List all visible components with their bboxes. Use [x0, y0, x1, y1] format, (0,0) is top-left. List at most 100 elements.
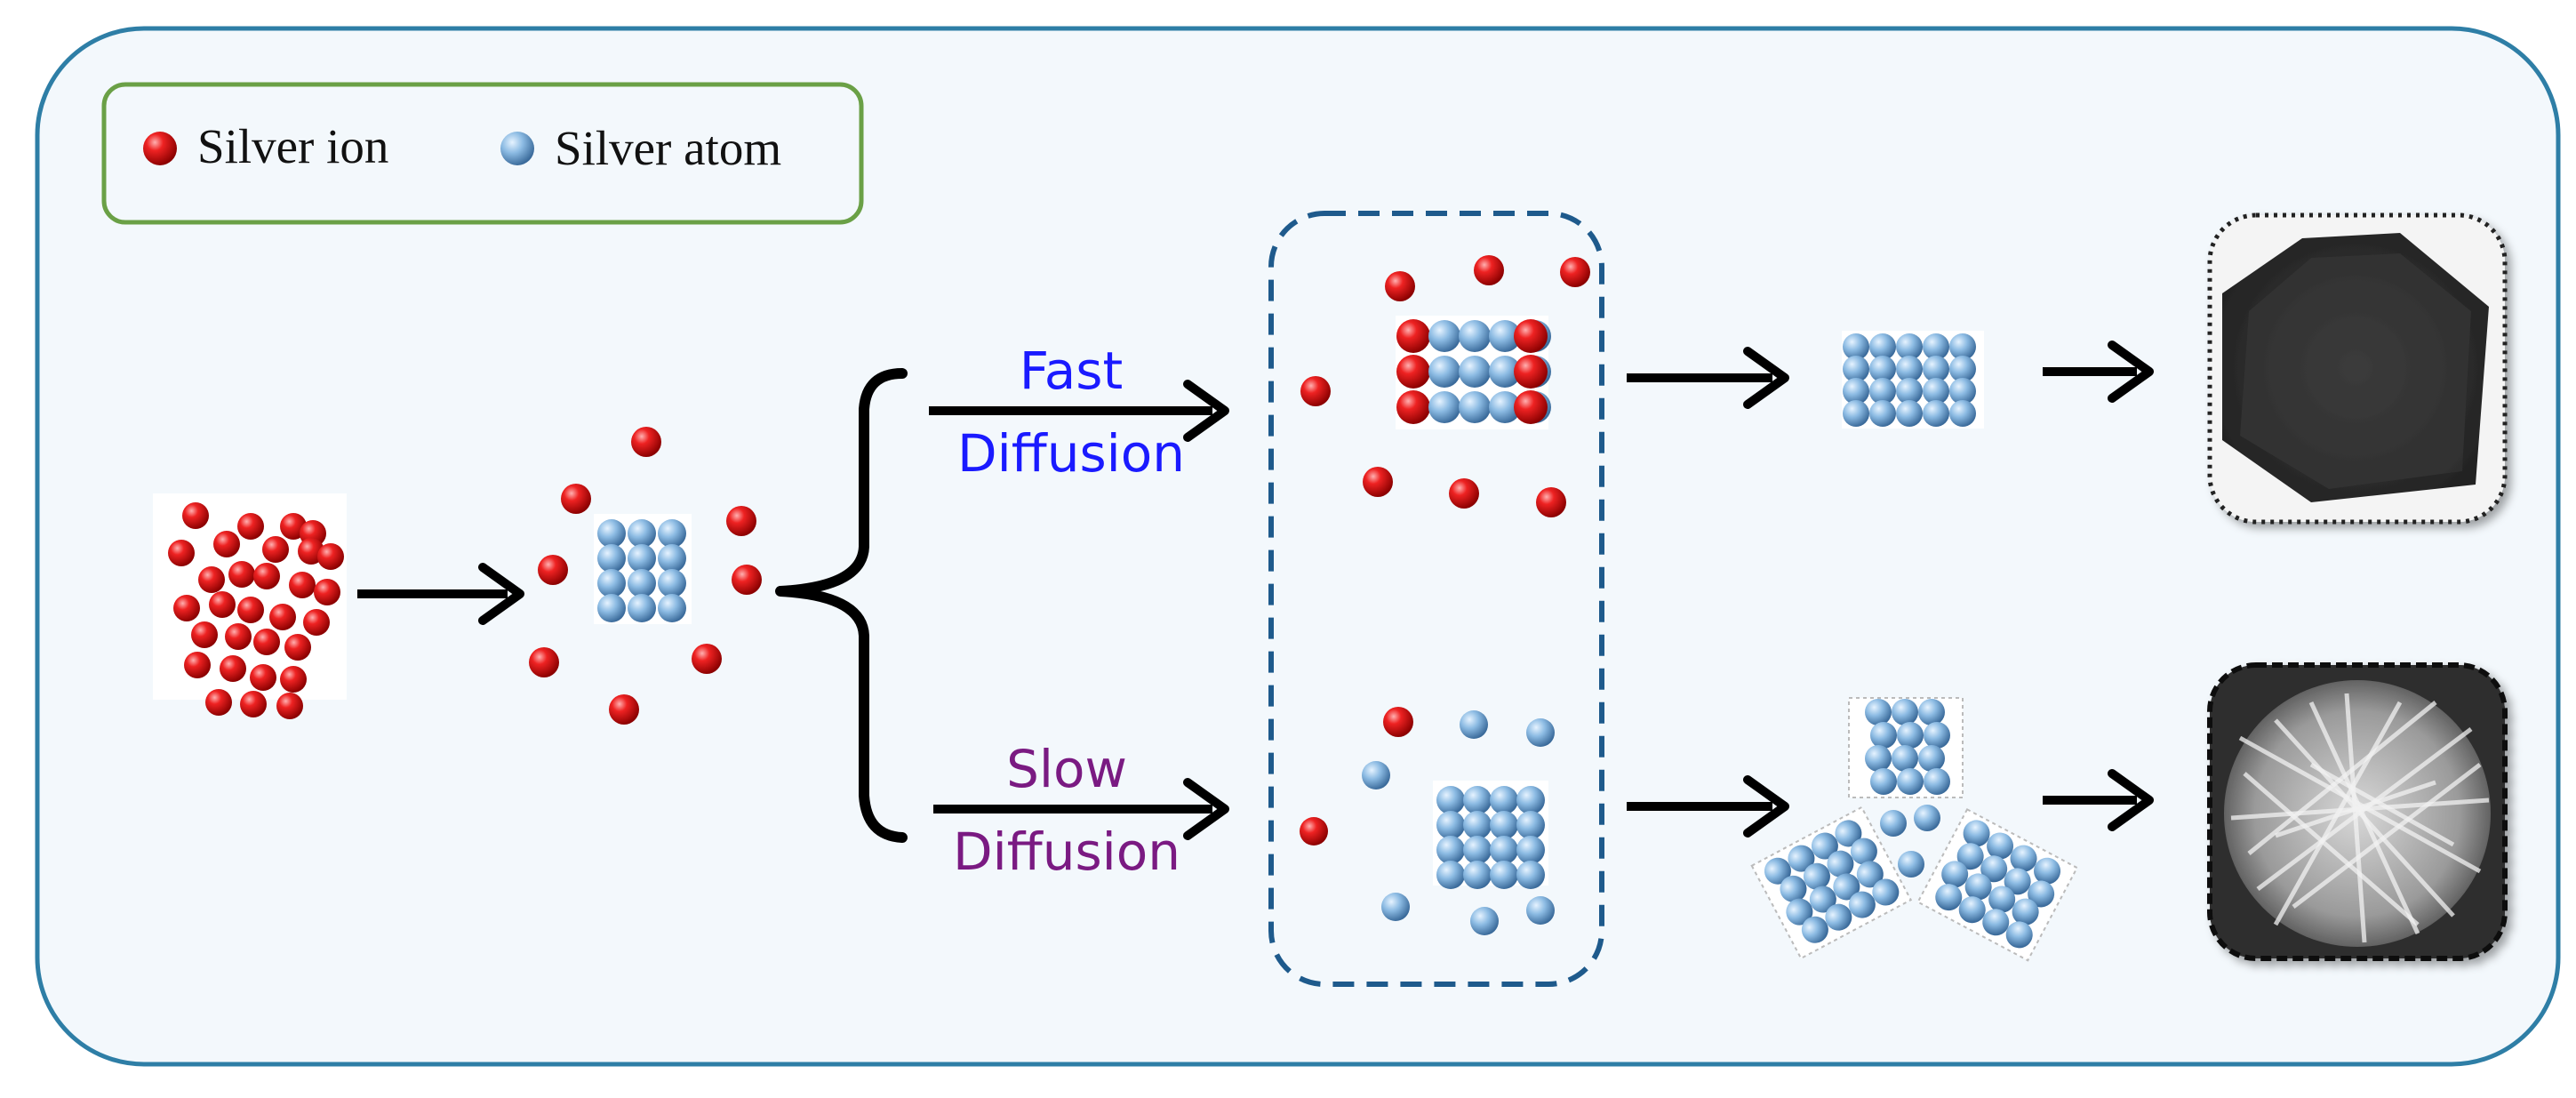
silver-atom	[1436, 811, 1465, 839]
silver-atom	[1381, 893, 1410, 921]
silver-atom	[1803, 862, 1830, 890]
silver-atom	[1428, 356, 1460, 388]
silver-atom	[1428, 391, 1460, 423]
silver-atom	[1526, 718, 1555, 747]
silver-ion	[213, 531, 240, 557]
arrow-fast-to-nanocrystal	[1627, 347, 1789, 409]
silver-atom	[1869, 333, 1896, 360]
silver-atom	[2012, 898, 2039, 926]
silver-atom	[1490, 786, 1518, 814]
silver-atom	[1835, 820, 1862, 847]
silver-atom	[1459, 391, 1491, 423]
silver-atom	[1870, 722, 1897, 749]
silver-atom	[1987, 832, 2014, 860]
silver-atom	[2004, 868, 2031, 895]
silver-ion	[269, 604, 296, 630]
silver-atom	[1463, 786, 1492, 814]
silver-atom	[1436, 836, 1465, 864]
silver-atom	[1843, 378, 1869, 405]
legend-atom-icon	[500, 132, 534, 165]
fast-label-line1: Fast	[1020, 341, 1124, 401]
silver-ion	[1385, 271, 1415, 301]
silver-atom	[1923, 400, 1949, 427]
silver-atom	[1892, 699, 1918, 725]
silver-atom	[1459, 320, 1491, 352]
silver-atom	[1923, 378, 1949, 405]
dark-pentagon-crystal-image	[2207, 212, 2508, 525]
silver-atom	[1898, 851, 1924, 878]
silver-ion	[1300, 817, 1328, 846]
arrow-head	[1743, 347, 1789, 409]
silver-ion	[184, 652, 211, 678]
silver-atom	[658, 544, 686, 573]
silver-atom	[1843, 333, 1869, 360]
silver-atom	[1809, 886, 1836, 913]
silver-atom	[1949, 400, 1976, 427]
silver-atom	[1914, 805, 1940, 831]
silver-ion	[182, 502, 209, 529]
silver-ion	[205, 689, 232, 716]
silver-ion	[1560, 257, 1590, 287]
silver-atom	[1470, 907, 1499, 935]
silver-ion	[561, 484, 591, 514]
silver-atom	[658, 569, 686, 597]
silver-atom	[1460, 710, 1488, 739]
silver-atom	[1428, 320, 1460, 352]
silver-atom	[1958, 896, 1986, 924]
silver-atom	[1516, 861, 1545, 889]
silver-ion	[1363, 467, 1393, 497]
arrow-head	[1743, 775, 1789, 838]
silver-atom	[1918, 699, 1945, 725]
sem-texture-stroke	[2275, 780, 2436, 838]
diffusion-box	[1268, 211, 1604, 987]
sem-texture-stroke	[2309, 762, 2455, 847]
silver-ion	[280, 666, 307, 693]
silver-atom	[1949, 356, 1976, 382]
silver-atom	[1848, 891, 1876, 918]
sem-texture-stroke	[2243, 772, 2420, 926]
silver-atom	[1949, 333, 1976, 360]
sem-texture-stroke	[2292, 763, 2482, 909]
silver-atom	[1896, 400, 1923, 427]
silver-atom	[1827, 850, 1854, 878]
atom-plate	[1916, 807, 2079, 962]
nucleus-with-ions	[529, 427, 762, 725]
silver-atom	[658, 594, 686, 622]
silver-ion	[631, 427, 661, 457]
legend-box: Silver ion Silver atom	[101, 82, 864, 225]
silver-ion	[173, 595, 200, 621]
silver-atom	[1949, 378, 1976, 405]
silver-ion	[191, 621, 218, 648]
silver-ion	[529, 647, 559, 677]
silver-ion	[1396, 390, 1430, 424]
silver-ion	[284, 634, 311, 661]
silver-atom	[628, 544, 656, 573]
silver-ion	[1514, 319, 1548, 353]
silver-atom	[1489, 391, 1521, 423]
silver-atom	[1788, 845, 1815, 872]
legend-ion-label: Silver ion	[197, 119, 388, 173]
silver-ion	[253, 563, 280, 589]
silver-ion	[609, 694, 639, 725]
silver-atom	[1463, 811, 1492, 839]
branch-brace	[775, 368, 908, 843]
silver-atom	[1516, 786, 1545, 814]
atom-plate	[1750, 805, 1913, 960]
silver-atom	[1843, 356, 1869, 382]
silver-atom	[1843, 400, 1869, 427]
silver-atom	[628, 594, 656, 622]
arrow-head	[2108, 769, 2154, 831]
silver-ion	[1383, 707, 1413, 737]
silver-atom	[597, 544, 626, 573]
arrow-head	[478, 563, 524, 625]
silver-atom	[1490, 836, 1518, 864]
silver-atom	[597, 519, 626, 548]
silver-ion	[225, 623, 252, 650]
sem-texture-stroke	[2274, 718, 2455, 918]
silver-atom	[1850, 838, 1877, 865]
silver-atom	[2010, 845, 2037, 872]
silver-atom	[1892, 745, 1918, 772]
silver-atom	[1865, 699, 1892, 725]
silver-ion	[1514, 355, 1548, 389]
